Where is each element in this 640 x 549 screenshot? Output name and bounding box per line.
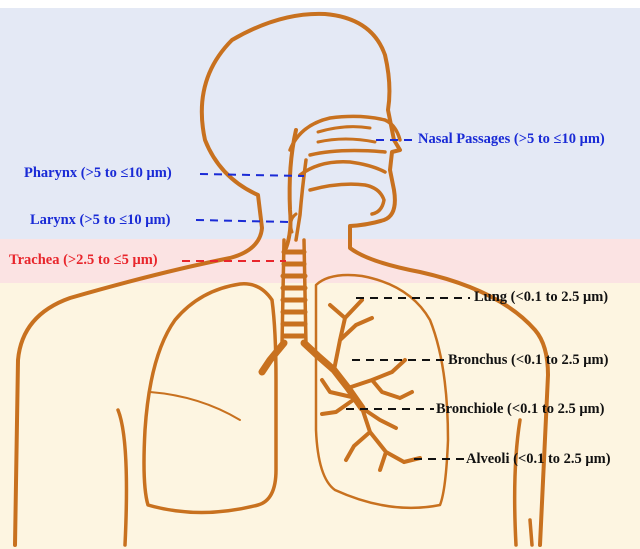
bronchus-label: Bronchus (<0.1 to 2.5 μm) xyxy=(448,351,608,369)
trachea-label: Trachea (>2.5 to ≤5 μm) xyxy=(9,251,158,269)
nasal-passages-label: Nasal Passages (>5 to ≤10 μm) xyxy=(418,130,605,148)
right-arm-inner xyxy=(530,520,532,545)
lung-label: Lung (<0.1 to 2.5 μm) xyxy=(474,288,608,306)
upper-airway-zone xyxy=(0,8,640,239)
alveoli-label: Alveoli (<0.1 to 2.5 μm) xyxy=(466,450,611,468)
bronchiole-label: Bronchiole (<0.1 to 2.5 μm) xyxy=(436,400,604,418)
larynx-label: Larynx (>5 to ≤10 μm) xyxy=(30,211,170,229)
pharynx-label: Pharynx (>5 to ≤10 μm) xyxy=(24,164,172,182)
